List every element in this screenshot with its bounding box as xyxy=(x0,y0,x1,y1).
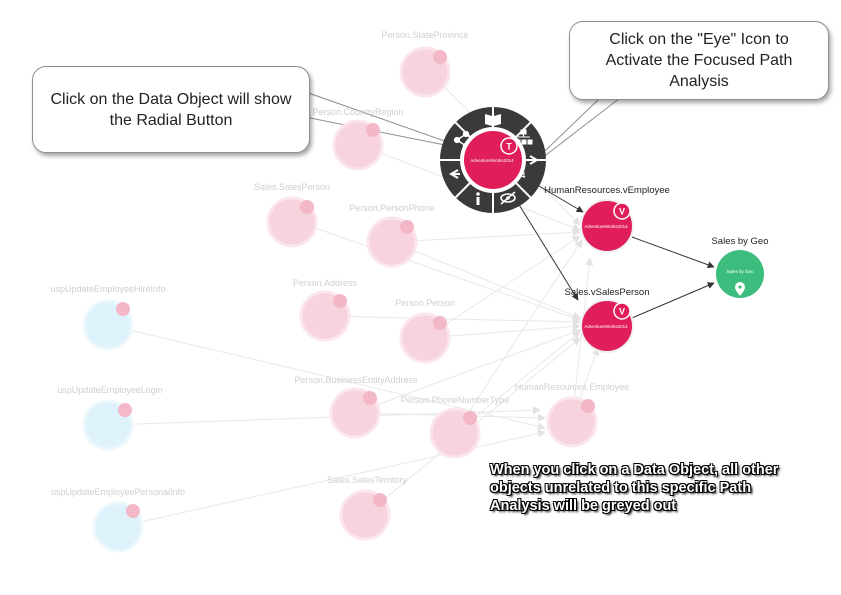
arrow-left-icon[interactable] xyxy=(448,169,460,179)
node-hr-employee[interactable]: HumanResources.Employee xyxy=(515,382,630,448)
label-country-region: Person.CountryRegion xyxy=(312,107,403,117)
active-node-v-employee[interactable]: V AdventureWorks2014 HumanResources.vEmp… xyxy=(544,185,670,253)
node-person-person[interactable]: Person.Person xyxy=(395,298,455,364)
inner-label-v-sales-person: AdventureWorks2014 xyxy=(584,324,628,329)
label-sales-territory: Sales.SalesTerritory xyxy=(327,475,408,485)
greyed-out-note: When you click on a Data Object, all oth… xyxy=(490,462,779,514)
label-usp-hire-info: uspUpdateEmployeeHireInfo xyxy=(50,284,165,294)
label-usp-login: uspUpdateEmployeeLogin xyxy=(57,385,163,395)
node-person-phone[interactable]: Person.PersonPhone xyxy=(349,203,435,268)
label-phone-number-type: Person.PhoneNumberType xyxy=(401,395,510,405)
node-usp-login[interactable]: uspUpdateEmployeeLogin xyxy=(57,385,163,451)
node-country-region[interactable]: Person.CountryRegion xyxy=(312,107,404,171)
label-business-entity-address: Person.BusinessEntityAddress xyxy=(294,375,418,385)
label-sales-by-geo: Sales by Geo xyxy=(711,236,768,247)
label-v-employee: HumanResources.vEmployee xyxy=(544,185,670,196)
label-person-phone: Person.PersonPhone xyxy=(349,203,435,213)
node-usp-hire-info[interactable]: uspUpdateEmployeeHireInfo xyxy=(50,284,166,351)
badge-v-sales-person: V xyxy=(619,307,625,317)
radial-count: 4 xyxy=(521,171,526,180)
badge-selected: T xyxy=(506,142,512,152)
node-phone-number-type[interactable]: Person.PhoneNumberType xyxy=(401,395,510,459)
label-sales-person: Sales.SalesPerson xyxy=(254,182,330,192)
node-person-address[interactable]: Person.Address xyxy=(293,278,358,342)
badge-v-employee: V xyxy=(619,207,625,217)
node-sales-person[interactable]: Sales.SalesPerson xyxy=(254,182,330,248)
book-icon[interactable] xyxy=(485,114,501,126)
share-icon[interactable] xyxy=(453,130,470,150)
label-state-province: Person.StateProvince xyxy=(381,30,468,40)
label-hr-employee: HumanResources.Employee xyxy=(515,382,630,392)
node-sales-territory[interactable]: Sales.SalesTerritory xyxy=(327,475,408,541)
info-icon[interactable] xyxy=(476,192,480,205)
arrow-right-icon[interactable] xyxy=(529,155,540,165)
callout-eye-icon: Click on the "Eye" Icon to Activate the … xyxy=(569,21,829,100)
node-state-province[interactable]: Person.StateProvince xyxy=(381,30,469,98)
label-person-address: Person.Address xyxy=(293,278,358,288)
inner-label-sales-by-geo: Sales by Geo xyxy=(726,269,754,274)
faded-nodes: Person.StateProvince Person.CountryRegio… xyxy=(50,30,630,553)
node-usp-personal-info[interactable]: uspUpdateEmployeePersonalInfo xyxy=(51,487,185,553)
active-node-v-sales-person[interactable]: V AdventureWorks2014 Sales.vSalesPerson xyxy=(564,287,650,353)
node-business-entity-address[interactable]: Person.BusinessEntityAddress xyxy=(294,375,418,439)
map-pin-icon xyxy=(735,282,745,296)
sitemap-icon[interactable] xyxy=(515,129,533,145)
callout-right-text: Click on the "Eye" Icon to Activate the … xyxy=(605,31,793,90)
inner-label-v-employee: AdventureWorks2014 xyxy=(584,224,628,229)
callout-radial-button: Click on the Data Object will show the R… xyxy=(32,66,310,153)
callout-left-text: Click on the Data Object will show the R… xyxy=(50,90,292,129)
label-usp-personal-info: uspUpdateEmployeePersonalInfo xyxy=(51,487,185,497)
node-selected[interactable]: T AdventureWorks2014 xyxy=(464,131,522,189)
inner-label-selected: AdventureWorks2014 xyxy=(470,158,514,163)
label-v-sales-person: Sales.vSalesPerson xyxy=(564,287,649,298)
eye-slash-icon[interactable] xyxy=(500,191,516,205)
active-node-sales-by-geo[interactable]: Sales by Geo Sales by Geo xyxy=(711,236,769,298)
label-person-person: Person.Person xyxy=(395,298,455,308)
